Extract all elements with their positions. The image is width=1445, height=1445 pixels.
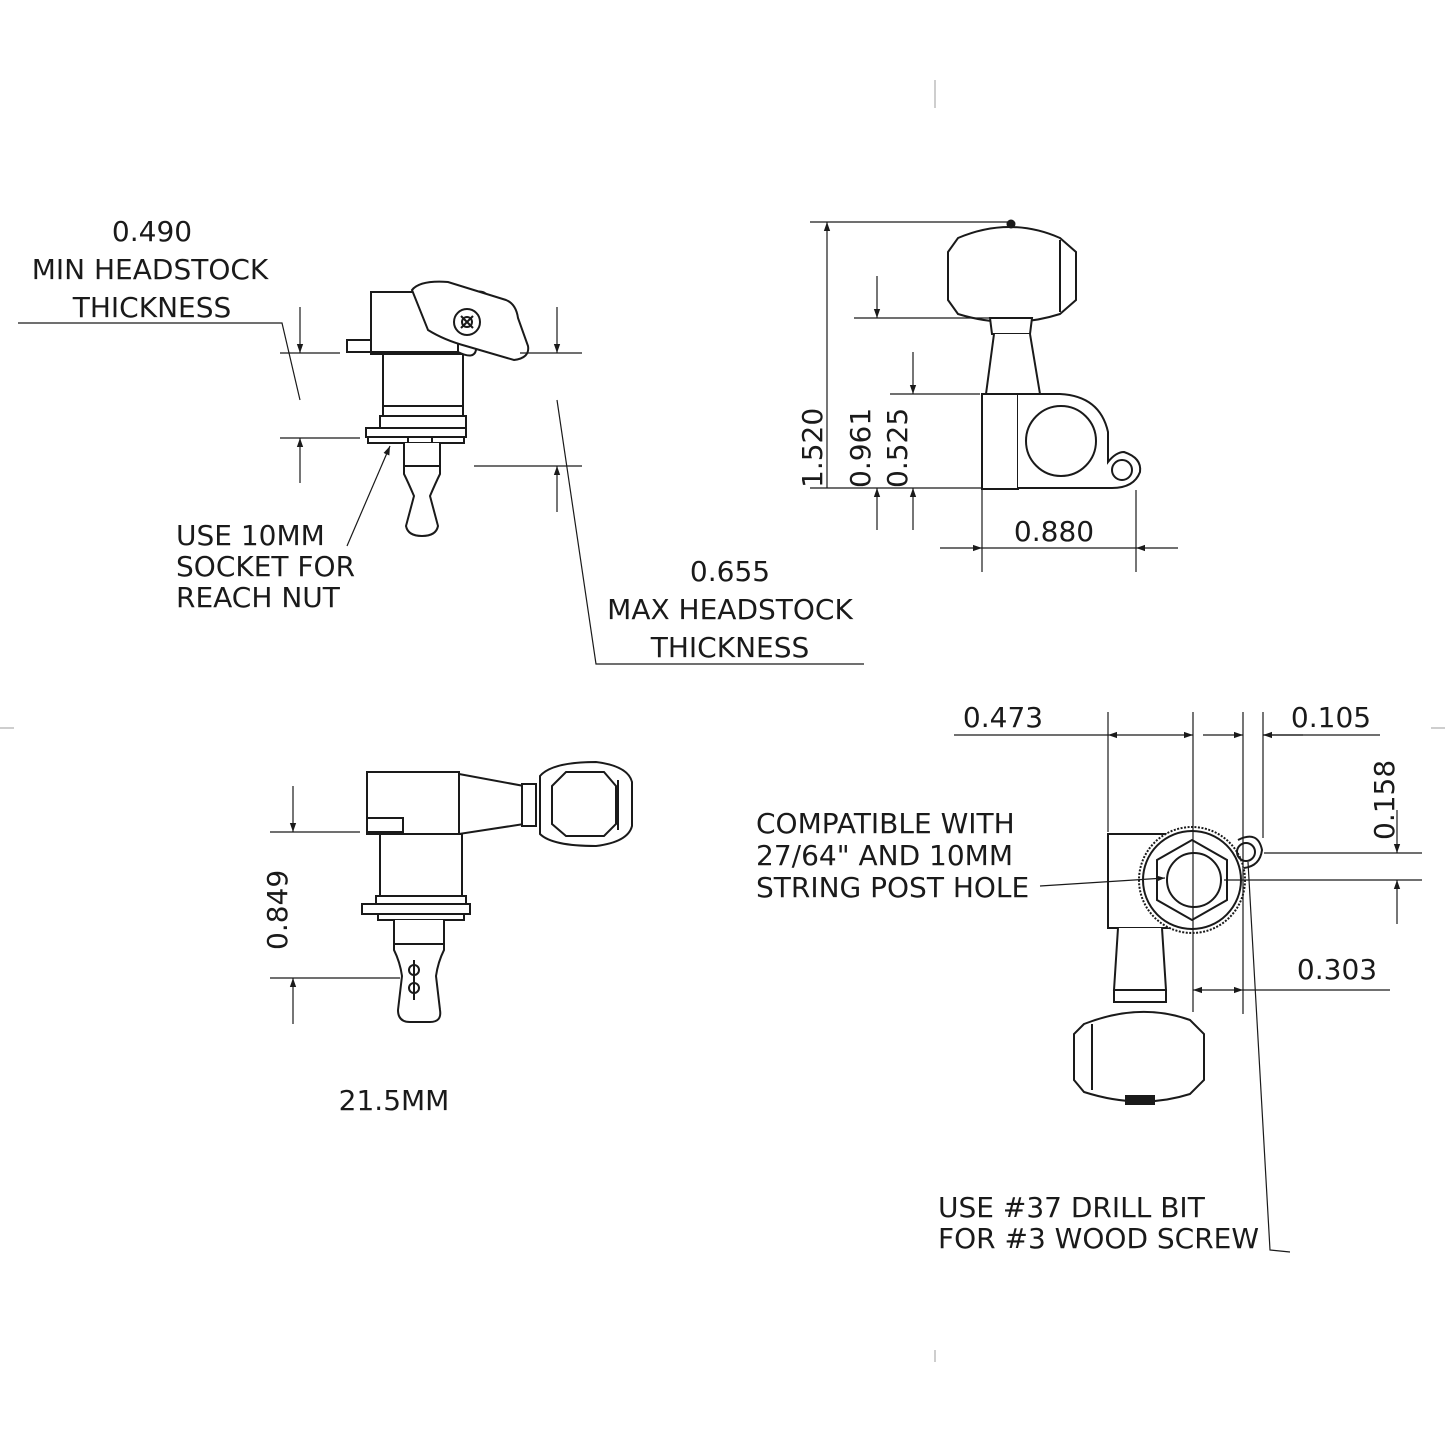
dim-right-offset: 0.105: [1290, 701, 1372, 734]
compat-note-3: STRING POST HOLE: [756, 871, 1030, 904]
drill-note-1: USE #37 DRILL BIT: [938, 1191, 1205, 1224]
socket-note-2: SOCKET FOR: [176, 550, 356, 583]
registration-marks: [0, 80, 1445, 1362]
min-headstock-label-2: THICKNESS: [72, 291, 232, 324]
compat-note-1: COMPATIBLE WITH: [756, 807, 1015, 840]
drill-note-2: FOR #3 WOOD SCREW: [938, 1222, 1260, 1255]
min-headstock-value: 0.490: [111, 215, 193, 248]
post-size-label: 21.5MM: [338, 1084, 450, 1117]
max-headstock-label-1: MAX HEADSTOCK: [607, 593, 853, 626]
front-view-tuner: [948, 221, 1140, 490]
max-headstock-label-2: THICKNESS: [650, 631, 810, 664]
compat-note-2: 27/64" AND 10MM: [756, 839, 1013, 872]
dim-button-height: 0.961: [844, 407, 877, 488]
side-view-tuner: [347, 282, 528, 536]
post-view-tuner: [362, 762, 632, 1022]
top-view-tuner: [1074, 827, 1262, 1104]
socket-note-1: USE 10MM: [176, 519, 325, 552]
dim-housing-height: 0.525: [881, 407, 914, 488]
max-headstock-value: 0.655: [689, 555, 771, 588]
dim-width: 0.880: [1013, 515, 1095, 548]
dim-post-height: 0.849: [261, 869, 294, 950]
front-view-dimensions: [810, 222, 1178, 572]
min-headstock-label-1: MIN HEADSTOCK: [31, 253, 269, 286]
dim-left-offset: 0.473: [962, 701, 1044, 734]
post-view-dimensions: [270, 786, 400, 1024]
dim-screw-offset: 0.303: [1296, 953, 1378, 986]
dim-vertical-offset: 0.158: [1368, 759, 1401, 840]
side-view-dimensions: [18, 307, 864, 664]
top-view-dimensions: [954, 712, 1422, 1252]
socket-note-3: REACH NUT: [176, 581, 340, 614]
dim-total-height: 1.520: [796, 407, 829, 488]
